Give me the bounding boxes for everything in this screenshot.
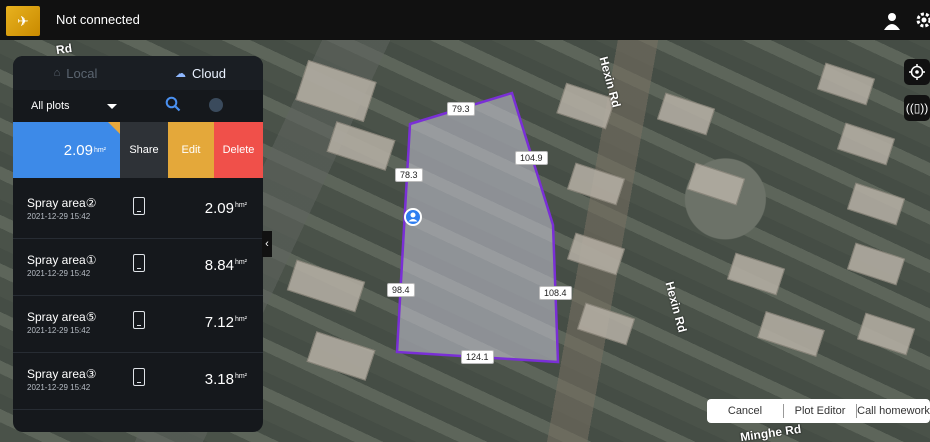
plot-name: Spray area③ [27, 367, 97, 381]
area-value: 2.09 [63, 141, 93, 159]
home-icon: ⌂ [53, 67, 61, 79]
edge-length-label: 104.9 [515, 151, 548, 165]
filter-bar: All plots [13, 90, 263, 122]
area-unit: hm² [234, 316, 247, 323]
list-item[interactable]: Spray area⑤ 2021-12-29 15:42 7.12hm² [13, 296, 263, 353]
list-item[interactable]: Spray area② 2021-12-29 15:42 2.09hm² [13, 182, 263, 239]
crosshair-icon [909, 64, 925, 80]
tab-label: Local [66, 65, 98, 81]
area-unit: hm² [93, 146, 106, 154]
collapse-panel-handle[interactable]: ‹ [262, 231, 272, 257]
area-value: 2.09 [204, 200, 234, 217]
phone-icon [133, 368, 145, 386]
plot-date: 2021-12-29 15:42 [27, 383, 91, 392]
area-unit: hm² [234, 373, 247, 380]
top-bar: ✈ Not connected [0, 0, 930, 40]
plot-date: 2021-12-29 15:42 [27, 326, 91, 335]
area-unit: hm² [234, 259, 247, 266]
tab-label: Cloud [192, 65, 226, 81]
phone-icon [133, 311, 145, 329]
locate-button[interactable] [904, 59, 930, 85]
location-marker-icon[interactable] [404, 208, 422, 226]
remote-signal-button[interactable]: ((▯)) [904, 95, 930, 121]
plot-name: Spray area⑤ [27, 310, 97, 324]
signal-icon: ((▯)) [905, 101, 929, 115]
drone-logo-icon: ✈ [6, 6, 40, 36]
plot-date: 2021-12-29 15:42 [27, 269, 91, 278]
user-icon[interactable] [884, 12, 900, 30]
plot-name: Spray area② [27, 196, 97, 210]
share-button[interactable]: Share [120, 122, 168, 178]
phone-icon [133, 254, 145, 272]
area-value: 8.84 [204, 257, 234, 274]
plot-area: 7.12hm² [205, 314, 247, 331]
search-icon[interactable] [165, 96, 181, 112]
tab-cloud[interactable]: ☁ Cloud [138, 56, 263, 90]
connection-status: Not connected [56, 12, 140, 27]
chevron-down-icon [107, 103, 117, 109]
filter-value: All plots [31, 100, 70, 112]
plot-boundary [395, 91, 560, 364]
list-item[interactable]: Spray area① 2021-12-29 15:42 8.84hm² [13, 239, 263, 296]
plot-list: Spray area② 2021-12-29 15:42 2.09hm² Spr… [13, 182, 263, 410]
edge-length-label: 124.1 [461, 350, 494, 364]
plot-date: 2021-12-29 15:42 [27, 212, 91, 221]
edge-length-label: 98.4 [387, 283, 415, 297]
area-unit: hm² [234, 202, 247, 209]
phone-icon [133, 197, 145, 215]
call-homework-button[interactable]: Call homework [857, 405, 930, 417]
edge-length-label: 78.3 [395, 168, 423, 182]
divider [783, 404, 784, 418]
plot-area: 8.84hm² [205, 257, 247, 274]
bottom-action-bar: Cancel Plot Editor Call homework [707, 399, 930, 423]
gear-icon[interactable] [915, 11, 930, 29]
delete-button[interactable]: Delete [214, 122, 263, 178]
cloud-icon: ☁ [175, 67, 187, 80]
plot-area: 3.18hm² [205, 371, 247, 388]
area-value: 3.18 [204, 371, 234, 388]
plot-filter-select[interactable]: All plots [31, 95, 117, 117]
list-item[interactable]: Spray area③ 2021-12-29 15:42 3.18hm² [13, 353, 263, 410]
plot-editor-button[interactable]: Plot Editor [794, 405, 846, 417]
divider [856, 404, 857, 418]
drone-filter-icon[interactable] [209, 98, 223, 112]
area-value: 7.12 [204, 314, 234, 331]
edge-length-label: 79.3 [447, 102, 475, 116]
selected-corner-marker [108, 122, 120, 134]
chevron-left-icon: ‹ [265, 238, 269, 250]
tabs: ⌂ Local ☁ Cloud [13, 56, 263, 90]
plot-name: Spray area① [27, 253, 97, 267]
edge-length-label: 108.4 [539, 286, 572, 300]
tab-local[interactable]: ⌂ Local [13, 56, 138, 90]
plot-area: 2.09hm² [205, 200, 247, 217]
cancel-button[interactable]: Cancel [727, 405, 763, 417]
edit-button[interactable]: Edit [168, 122, 214, 178]
